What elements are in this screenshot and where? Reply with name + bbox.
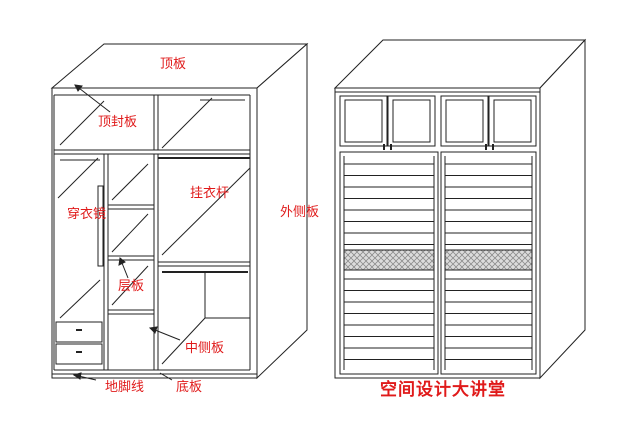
drawer-lower [55,343,103,365]
label-outer-side-panel: 外侧板 [280,205,320,220]
label-shelf: 层板 [118,279,145,294]
dressing-mirror [97,185,104,267]
label-bottom-panel: 底板 [176,380,203,395]
brand-caption: 空间设计大讲堂 [380,380,506,400]
label-hanging-rod: 挂衣杆 [190,186,230,201]
label-middle-side-panel: 中侧板 [185,341,225,356]
top-door-2 [387,95,436,147]
label-dressing-mirror: 穿衣镜 [67,207,107,222]
right-wardrobe [333,38,587,380]
label-kick-board: 地脚线 [105,380,145,395]
door-slats-right [445,163,532,360]
top-door-4 [488,95,537,147]
right-side-face [539,38,586,380]
lace-band-right [444,249,533,271]
label-top-panel: 顶板 [160,57,187,72]
sliding-door-right [440,151,537,375]
door-slats-left [344,163,434,360]
sliding-door-left [339,151,439,375]
left-wardrobe [50,42,309,380]
label-top-seal-panel: 顶封板 [98,115,138,130]
label-pointers [72,84,181,381]
top-door-1 [339,95,388,147]
top-door-3 [440,95,489,147]
drawer-upper [55,321,103,343]
lace-band-left [343,249,435,271]
